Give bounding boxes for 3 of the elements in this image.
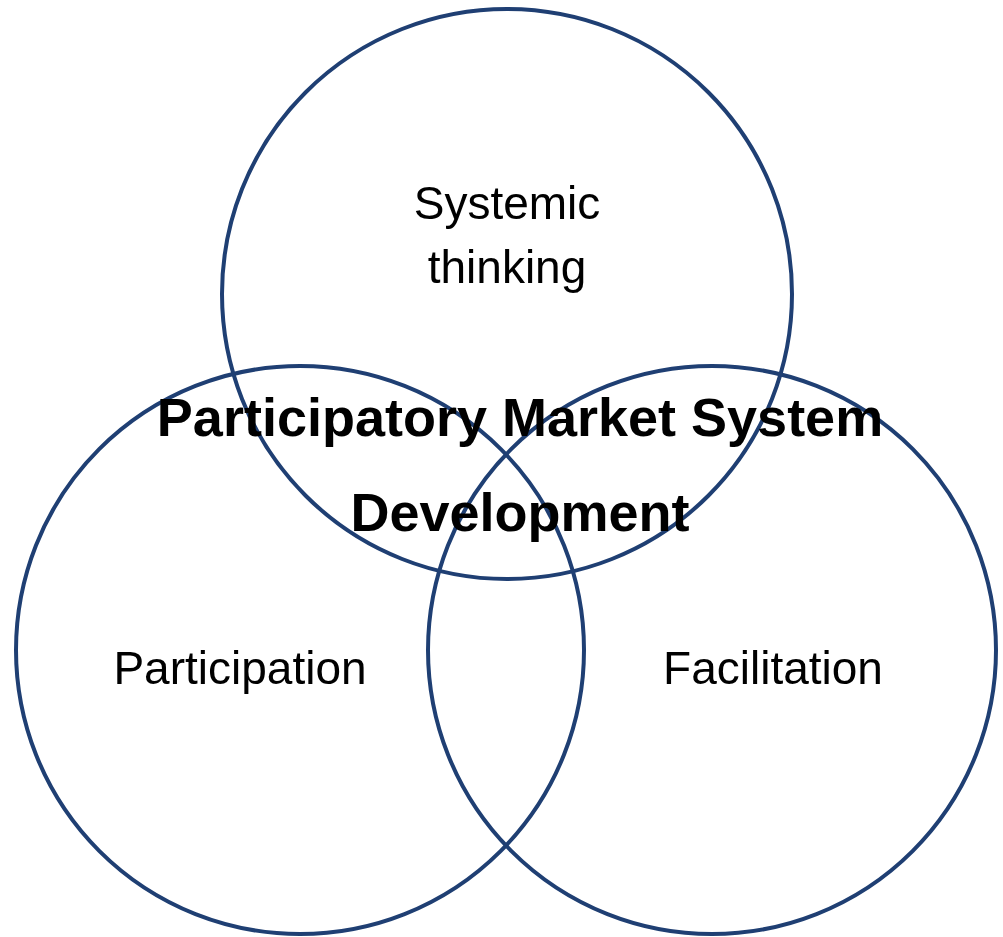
circle-label: Facilitation [662,640,884,696]
circle-label: Systemic thinking [412,175,602,295]
circle-label: Participation [112,640,368,696]
